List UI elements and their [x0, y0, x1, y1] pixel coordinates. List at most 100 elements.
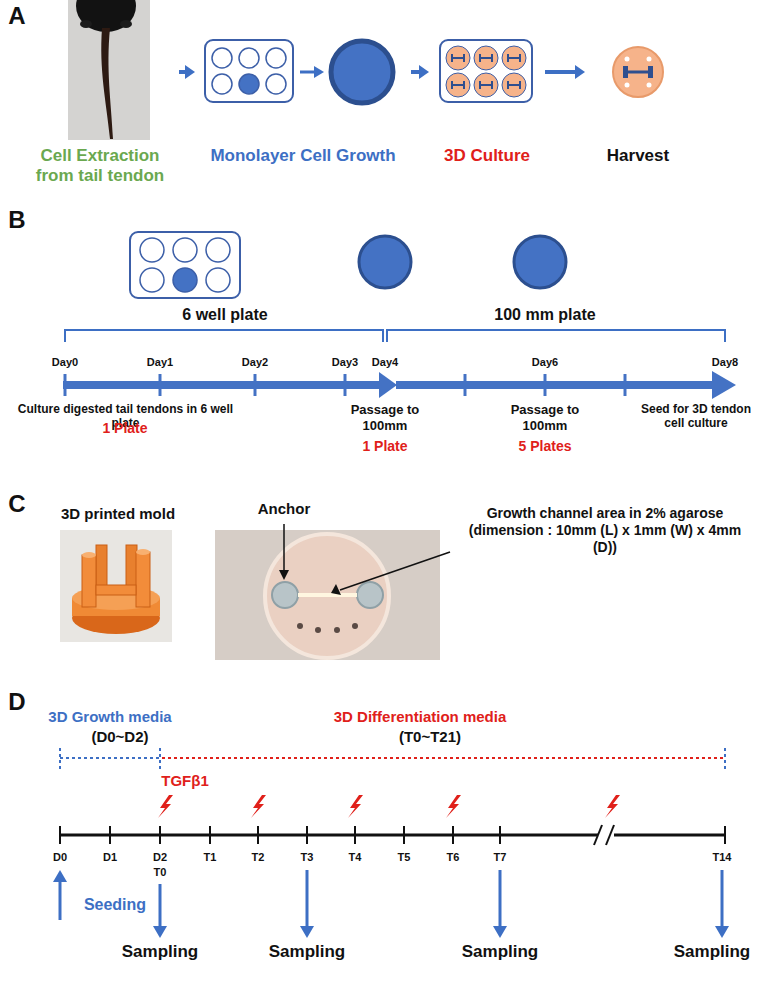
day-label: Day8: [705, 356, 745, 369]
three-d-culture-plate: [491, 54, 493, 62]
small-arrow: [300, 66, 324, 78]
culture-plate: [359, 236, 411, 288]
mold-photo: [136, 552, 150, 607]
annotation-text: Growth channel area in 2% agarose (dimen…: [455, 505, 755, 555]
three-d-culture-plate: [491, 81, 493, 89]
agarose-photo: [352, 623, 358, 629]
annotation-text: Anchor: [244, 500, 324, 518]
three-d-culture-plate: [479, 54, 481, 62]
annotation-text: TGFβ1: [145, 772, 225, 790]
mouse-tail-photo: [80, 20, 92, 28]
annotation-text: (T0~T21): [380, 728, 480, 746]
agarose-photo: [215, 530, 440, 660]
seeding-arrow: [59, 880, 62, 920]
three-d-culture-plate: [479, 81, 481, 89]
seeding-arrow: [53, 870, 67, 882]
day-timeline: [63, 371, 736, 399]
timepoint-label: T14: [705, 851, 739, 864]
six-well-plate: [205, 40, 293, 102]
harvest-construct: [625, 83, 630, 88]
stage-box: 3D Culture: [432, 0, 542, 166]
six-well-plate: [239, 74, 259, 94]
three-d-culture-plate: [440, 40, 532, 102]
tgf-bolt: [348, 795, 363, 818]
day-timeline: [60, 825, 725, 845]
three-d-culture-plate: [502, 73, 526, 97]
stage-caption: Harvest: [588, 146, 688, 166]
day-timeline: [354, 826, 356, 844]
sampling-arrow: [493, 926, 507, 938]
three-d-culture-plate: [507, 81, 509, 89]
three-d-culture-plate: [519, 54, 521, 62]
day-label: Day1: [140, 356, 180, 369]
mold-photo: [60, 530, 172, 642]
sampling-arrow: [300, 926, 314, 938]
harvest-construct: [648, 66, 653, 78]
small-arrow: [300, 71, 316, 74]
culture-plate: [514, 236, 566, 288]
annotation-text: Seed for 3D tendon cell culture: [632, 402, 760, 431]
day-timeline: [59, 826, 61, 844]
timepoint-label: T3: [290, 851, 324, 864]
sampling-arrow: [715, 926, 729, 938]
day-timeline: [452, 826, 454, 844]
annotation-text: Sampling: [450, 942, 550, 962]
harvest-construct: [623, 66, 628, 78]
six-well-plate: [206, 268, 230, 292]
sampling-arrow: [499, 870, 502, 928]
flow-arrow: [545, 65, 585, 79]
agarose-photo: [357, 582, 383, 608]
stage-caption: 3D Culture: [432, 146, 542, 166]
annotation-text: 3D Growth media: [25, 708, 195, 726]
mouse-tail-photo: [120, 20, 132, 28]
range-bracket: [65, 330, 725, 342]
tgf-bolt: [446, 795, 461, 818]
three-d-culture-plate: [507, 54, 509, 62]
mouse-tail-photo: [76, 0, 136, 32]
three-d-culture-plate: [474, 46, 498, 70]
harvest-construct: [613, 47, 663, 97]
mold-photo: [60, 530, 172, 642]
stage-caption: Cell Extraction from tail tendon: [24, 146, 176, 187]
day-timeline: [544, 374, 547, 396]
culture-plate: [331, 41, 393, 103]
annotation-text: Passage to 100mm: [340, 402, 430, 433]
day-timeline: [65, 374, 625, 396]
panel-letter: C: [3, 490, 31, 519]
day-label: Day6: [525, 356, 565, 369]
range-bracket: [65, 330, 383, 342]
day-timeline: [379, 372, 397, 398]
day-timeline: [64, 374, 67, 396]
day-timeline: [606, 825, 614, 845]
media-range: [159, 748, 161, 770]
stage-box: Monolayer Cell Growth: [198, 0, 408, 166]
range-label: 100 mm plate: [475, 305, 615, 324]
leader-arrow: [283, 524, 285, 572]
media-range: [724, 748, 726, 770]
annotation-text: Passage to 100mm: [500, 402, 590, 433]
day-label: Day4: [365, 356, 405, 369]
six-well-plate: [212, 48, 232, 68]
day-timeline: [499, 826, 501, 844]
timepoint-label: T7: [483, 851, 517, 864]
range-bracket: [387, 330, 725, 342]
media-range: [60, 748, 725, 770]
day-timeline: [63, 381, 381, 389]
arrow-head: [419, 65, 429, 79]
day-label: Day0: [45, 356, 85, 369]
media-range: [162, 757, 725, 759]
leader-arrow: [279, 570, 289, 580]
annotation-text: 1 Plate: [85, 420, 165, 437]
seeding-arrow: [53, 870, 67, 920]
timepoint-label: D0: [43, 851, 77, 864]
range-label: 6 well plate: [155, 305, 295, 324]
day-timeline: [396, 381, 714, 389]
tgf-bolt: [158, 795, 173, 818]
six-well-plate: [205, 40, 293, 102]
six-well-plate: [266, 74, 286, 94]
day-timeline: [257, 826, 259, 844]
sampling-arrow: [306, 870, 309, 928]
three-d-culture-plate: [502, 46, 526, 70]
culture-plate: [331, 41, 393, 103]
day-timeline: [209, 826, 211, 844]
